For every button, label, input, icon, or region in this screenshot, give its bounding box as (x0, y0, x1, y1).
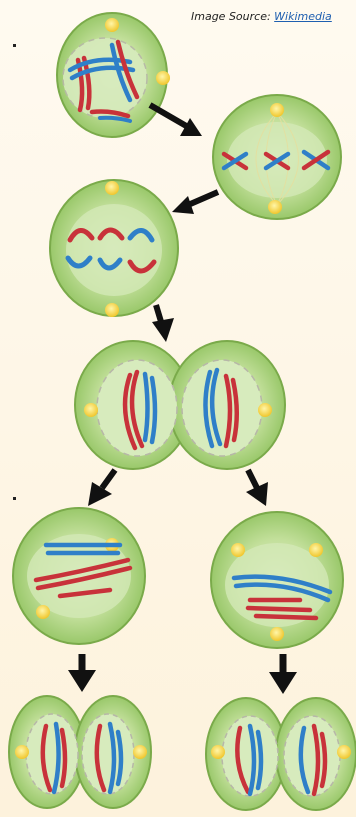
arrow-down-icon (246, 470, 268, 506)
centrosome-icon (270, 627, 284, 641)
arrow-down-icon (269, 654, 297, 694)
centrosome-icon (105, 18, 119, 32)
centrosome-icon (211, 745, 225, 759)
cell-prophase-1 (57, 13, 170, 137)
arrow-down-icon (88, 470, 115, 506)
centrosome-icon (133, 745, 147, 759)
cell-metaphase-2-right (211, 512, 343, 648)
centrosome-icon (337, 745, 351, 759)
cell-metaphase-1 (213, 95, 341, 219)
centrosome-icon (105, 303, 119, 317)
arrow-down-icon (150, 105, 202, 136)
cell-telophase-1 (75, 341, 285, 469)
cell-anaphase-1 (50, 180, 178, 317)
centrosome-icon (156, 71, 170, 85)
arrow-down-icon (152, 305, 174, 342)
arrow-down-icon (68, 654, 96, 692)
centrosome-icon (268, 200, 282, 214)
cell-metaphase-2-left (13, 508, 145, 644)
centrosome-icon (36, 605, 50, 619)
arrow-down-icon (172, 192, 218, 214)
cell-telophase-2-right (206, 698, 356, 810)
centrosome-icon (15, 745, 29, 759)
cell-telophase-2-left (9, 696, 151, 808)
centrosome-icon (258, 403, 272, 417)
centrosome-icon (105, 181, 119, 195)
centrosome-icon (231, 543, 245, 557)
centrosome-icon (270, 103, 284, 117)
centrosome-icon (309, 543, 323, 557)
centrosome-icon (84, 403, 98, 417)
